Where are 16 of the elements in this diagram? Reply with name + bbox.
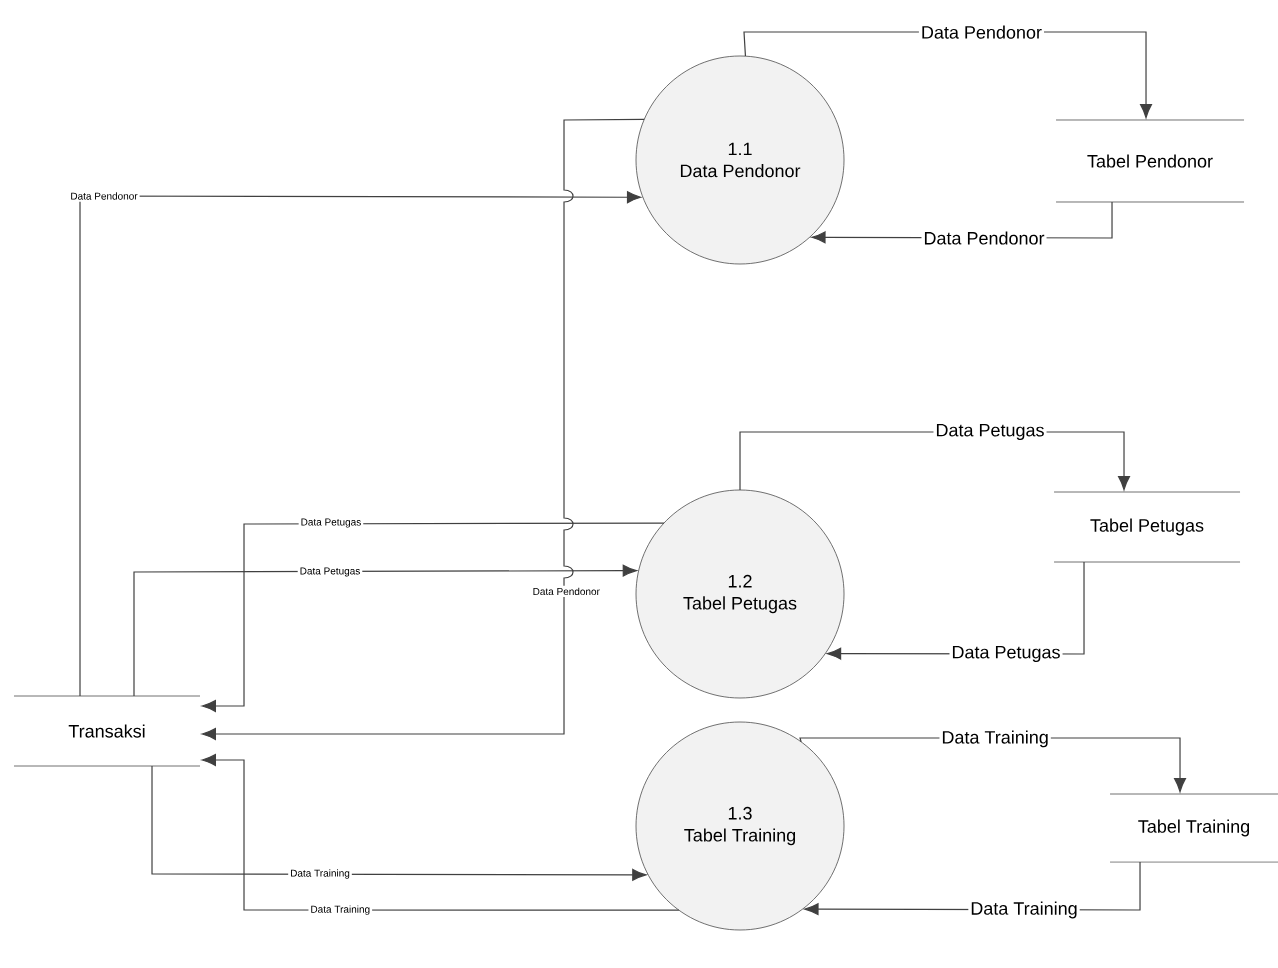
data-store: Tabel Training (1109, 793, 1278, 863)
arrow (133, 564, 637, 697)
data-store: Tabel Petugas (1053, 491, 1241, 563)
arrow (201, 118, 645, 740)
data-store: Transaksi (13, 695, 201, 767)
data-store: Tabel Pendonor (1055, 119, 1245, 203)
arrow (79, 191, 642, 697)
arrow (201, 754, 680, 911)
edge-label: Data Pendonor (918, 23, 1044, 41)
edge-label: Data Petugas (949, 643, 1063, 665)
edge-label: Data Training (968, 899, 1080, 921)
edge-label: Data Training (939, 728, 1051, 750)
edge-label: Data Petugas (933, 421, 1047, 443)
arrow (151, 765, 647, 881)
edge-label: Data Pendonor (921, 229, 1047, 247)
arrow (201, 522, 665, 712)
